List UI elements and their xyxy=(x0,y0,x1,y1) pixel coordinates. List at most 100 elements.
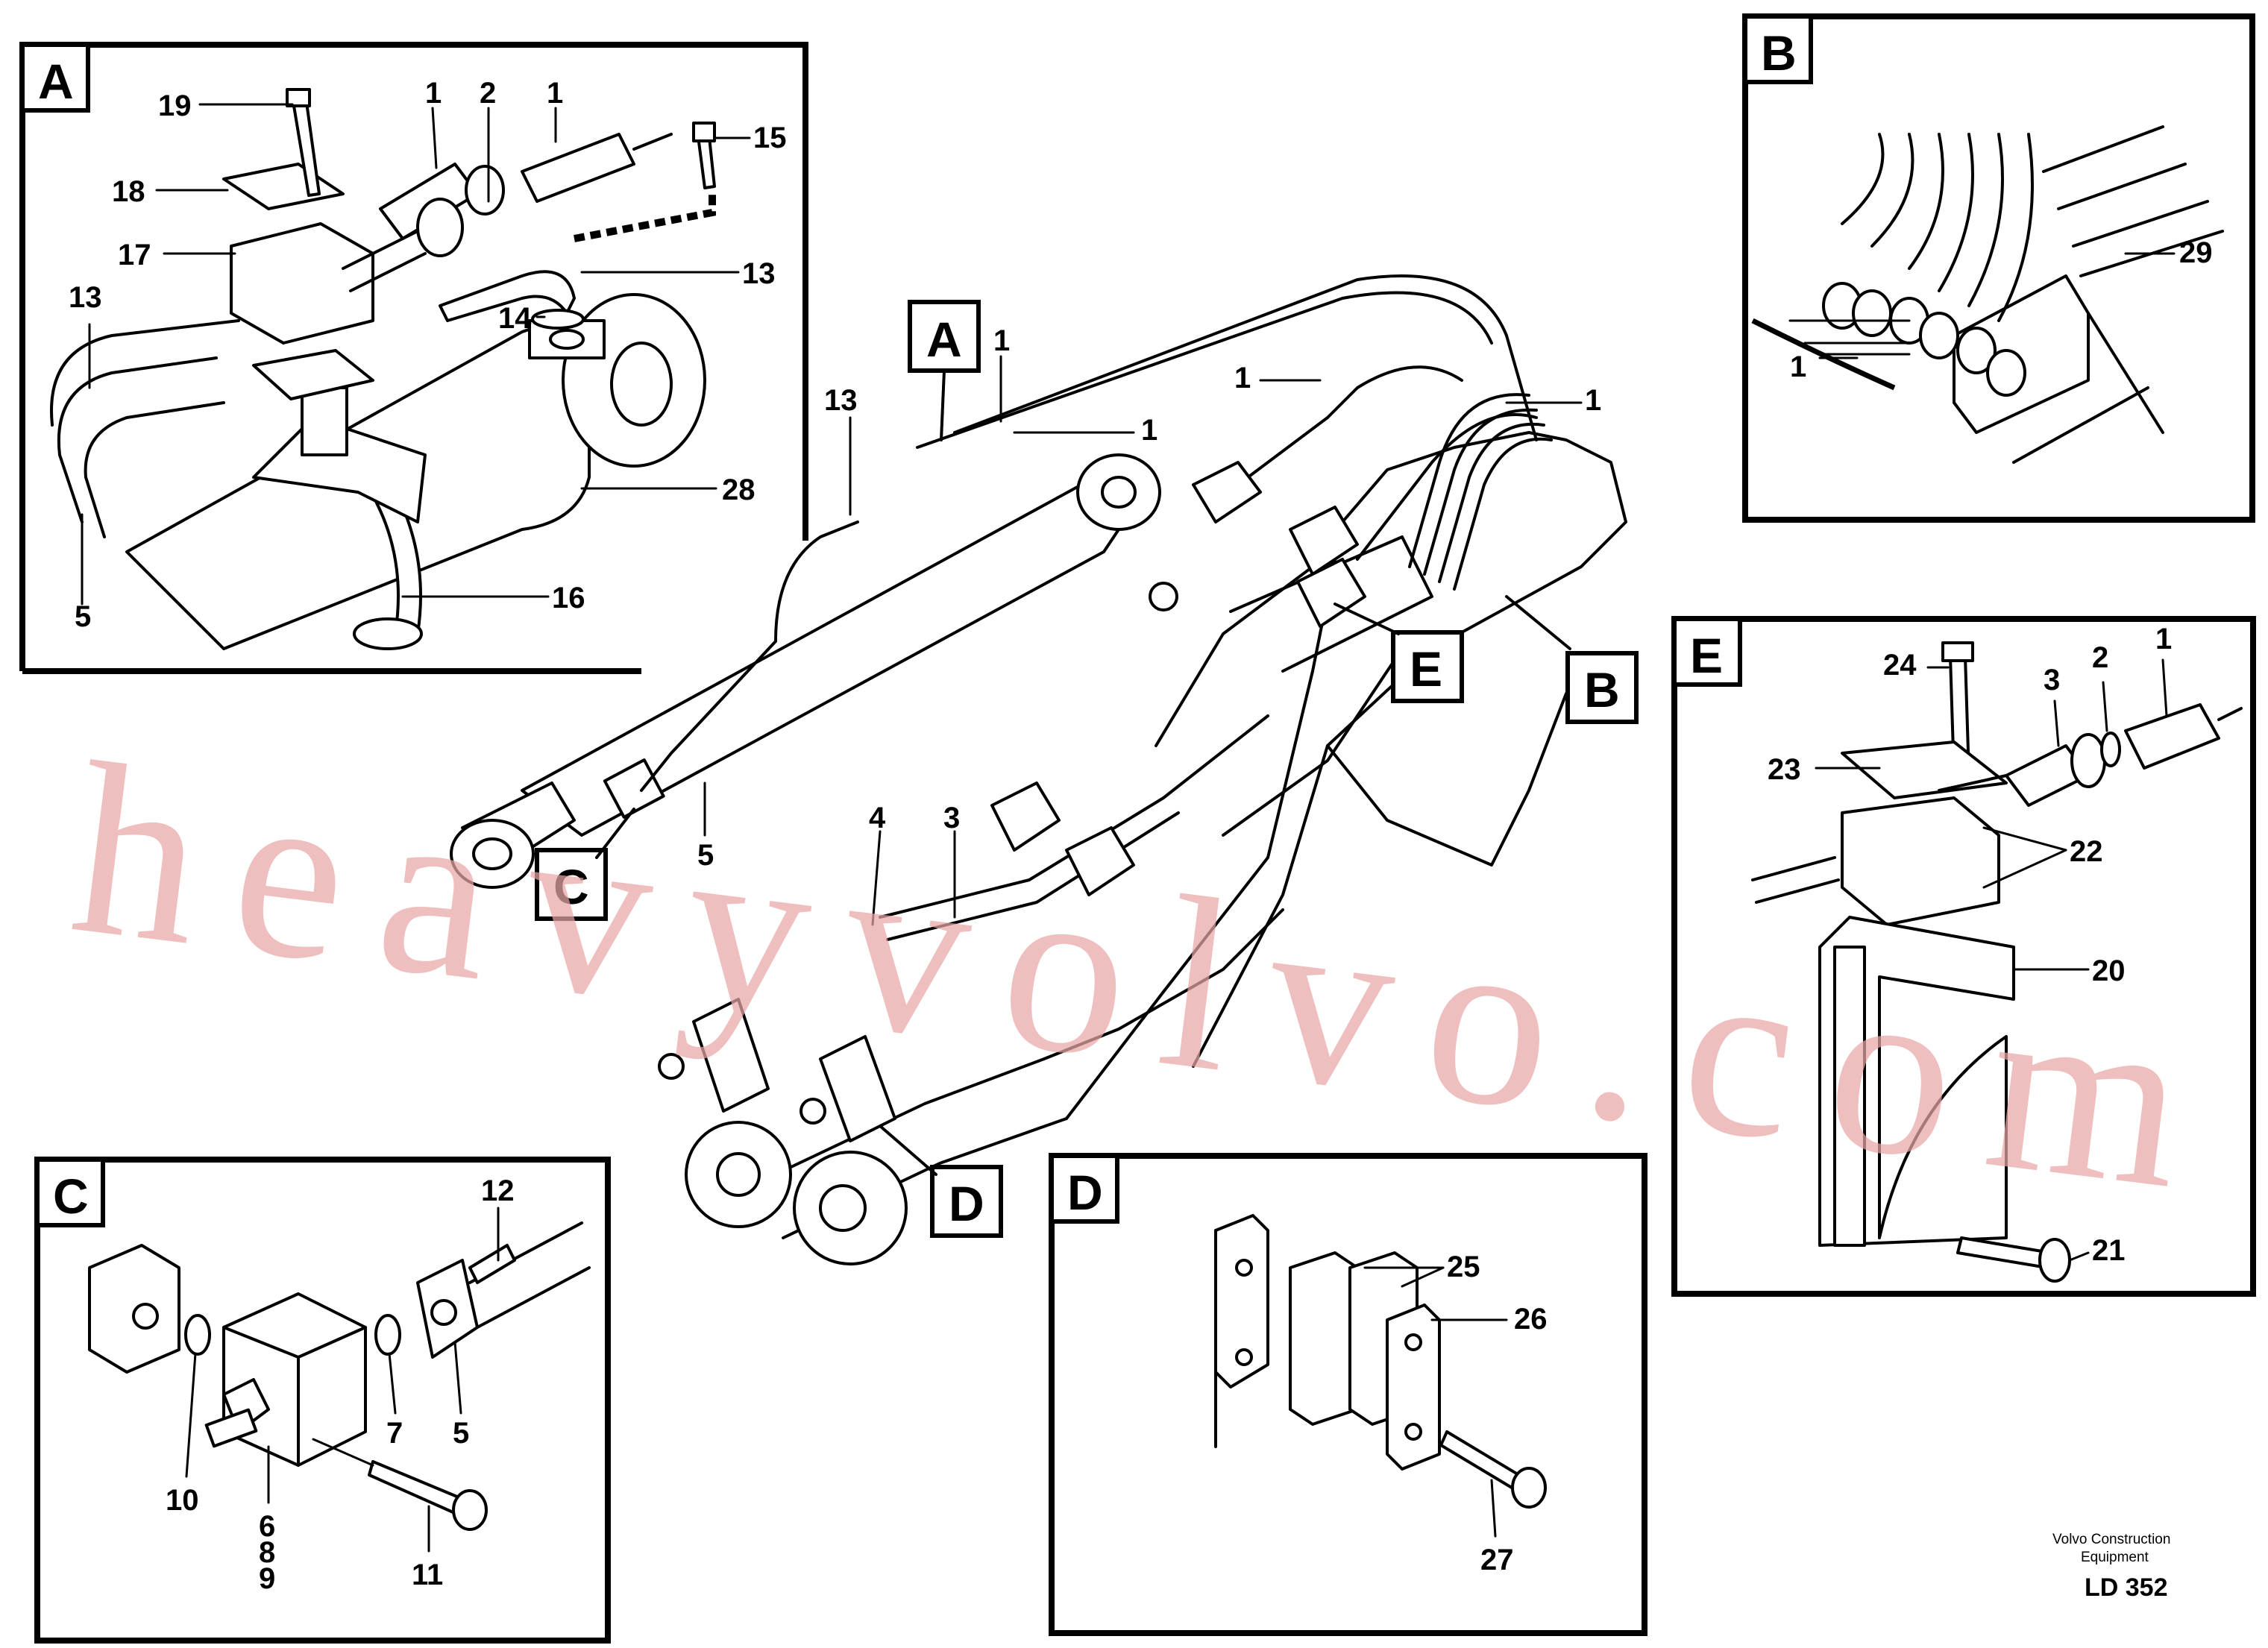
clamp-22 xyxy=(1841,796,2000,926)
label-26: 26 xyxy=(1514,1303,1548,1336)
boom-arm xyxy=(1065,431,1627,1120)
bolt-11 xyxy=(368,1460,464,1515)
seal-14 xyxy=(531,309,585,330)
label-21: 21 xyxy=(2092,1234,2126,1267)
callout-a-label: A xyxy=(38,54,74,109)
footer-company-line2: Equipment xyxy=(2081,1550,2149,1565)
valve-block xyxy=(1953,274,2090,434)
footer-company-line1: Volvo Construction xyxy=(2052,1532,2170,1547)
clamp-plate-18 xyxy=(222,163,345,210)
label-8: 8 xyxy=(259,1536,275,1569)
label-19: 19 xyxy=(158,89,192,122)
detail-a-panel: A xyxy=(19,42,808,674)
svg-text:A: A xyxy=(926,312,962,367)
label-6: 6 xyxy=(259,1510,275,1543)
callout-e-label: E xyxy=(1690,628,1723,683)
label-1: 1 xyxy=(993,324,1010,357)
label-13: 13 xyxy=(742,257,776,290)
label-9: 9 xyxy=(259,1562,275,1595)
label-15: 15 xyxy=(753,122,787,154)
label-2: 2 xyxy=(2092,641,2108,674)
callout-c-main xyxy=(535,848,608,921)
label-2: 2 xyxy=(480,77,496,110)
label-12: 12 xyxy=(481,1174,515,1207)
label-5: 5 xyxy=(697,839,714,872)
footer-code: LD 352 xyxy=(2085,1573,2168,1602)
label-3: 3 xyxy=(943,802,960,834)
label-1: 1 xyxy=(547,77,563,110)
hydraulic-pipe-1 xyxy=(953,274,1538,441)
clamp-main-5 xyxy=(692,998,770,1113)
detail-b-panel: B 29 1 xyxy=(1742,13,2255,523)
callout-c-label: C xyxy=(53,1169,89,1224)
port-block xyxy=(88,1244,180,1374)
footer: Volvo Construction Equipment LD 352 xyxy=(2052,1532,2170,1602)
label-13: 13 xyxy=(824,384,858,417)
callout-b-main xyxy=(1565,651,1639,724)
clamp-main-e xyxy=(1296,558,1366,628)
clamp-25-left xyxy=(1289,1251,1359,1426)
hose-bundle-main xyxy=(1408,393,1553,591)
label-3: 3 xyxy=(2044,664,2060,696)
bolt-21 xyxy=(1956,1236,2052,1269)
label-22: 22 xyxy=(2070,835,2103,868)
clamp-body-17 xyxy=(230,222,374,345)
label-1: 1 xyxy=(1234,362,1251,394)
hose-end-1 xyxy=(2124,703,2220,770)
label-13: 13 xyxy=(69,281,102,314)
clamp-main-2 xyxy=(1289,506,1359,576)
svg-text:E: E xyxy=(1410,641,1442,696)
label-25: 25 xyxy=(1447,1251,1480,1283)
label-27: 27 xyxy=(1480,1544,1514,1576)
bolt-27 xyxy=(1439,1430,1523,1491)
detail-e-panel: E 24 3 2 1 23 22 xyxy=(1671,616,2256,1297)
hose-end-1b xyxy=(521,133,635,203)
clamp-main-6 xyxy=(819,1035,896,1142)
bracket-20 xyxy=(1818,916,2015,1247)
label-7: 7 xyxy=(386,1417,403,1450)
label-11: 11 xyxy=(412,1559,443,1591)
label-5: 5 xyxy=(453,1417,469,1450)
label-4: 4 xyxy=(869,802,886,834)
label-29: 29 xyxy=(2179,236,2213,269)
label-24: 24 xyxy=(1883,649,1917,682)
callout-e-main xyxy=(1391,630,1464,703)
callout-d-label: D xyxy=(1067,1165,1103,1220)
seal-10 xyxy=(184,1314,211,1356)
svg-text:B: B xyxy=(1584,662,1620,717)
callout-b-label: B xyxy=(1761,25,1797,81)
plate-26 xyxy=(1386,1303,1441,1471)
label-1: 1 xyxy=(2155,623,2172,655)
valve-block-6 xyxy=(222,1292,367,1467)
label-1: 1 xyxy=(425,77,442,110)
label-1: 1 xyxy=(1141,414,1157,447)
callout-d-main xyxy=(930,1165,1003,1238)
clamp-main-3 xyxy=(990,781,1061,852)
label-28: 28 xyxy=(722,474,756,506)
label-17: 17 xyxy=(118,239,151,271)
bolt-12 xyxy=(468,1244,516,1284)
main-boom-drawing: A B C D E 1 13 1 1 1 5 4 3 xyxy=(450,274,1639,1265)
plate-23 xyxy=(1841,740,2008,799)
label-10: 10 xyxy=(166,1484,199,1517)
lower-plate xyxy=(252,349,374,400)
seal-7 xyxy=(374,1314,401,1356)
svg-text:C: C xyxy=(553,859,589,914)
label-14: 14 xyxy=(498,302,532,335)
detail-c-panel: C 12 10 7 5 6 8 9 11 xyxy=(34,1157,611,1644)
label-16: 16 xyxy=(552,582,585,614)
pipe-13 xyxy=(57,356,218,523)
label-23: 23 xyxy=(1768,753,1801,786)
detail-d-panel: D 25 26 27 xyxy=(1049,1153,1647,1636)
label-1: 1 xyxy=(1585,384,1601,417)
svg-text:D: D xyxy=(949,1176,984,1231)
label-5: 5 xyxy=(75,600,91,633)
clamp-main-4 xyxy=(1065,826,1135,896)
label-20: 20 xyxy=(2092,954,2126,987)
clamp-main-1 xyxy=(1192,461,1262,523)
label-18: 18 xyxy=(112,175,145,208)
hose-bundle xyxy=(1841,133,2034,322)
label-1: 1 xyxy=(1790,350,1806,383)
seal-2 xyxy=(2100,732,2121,767)
